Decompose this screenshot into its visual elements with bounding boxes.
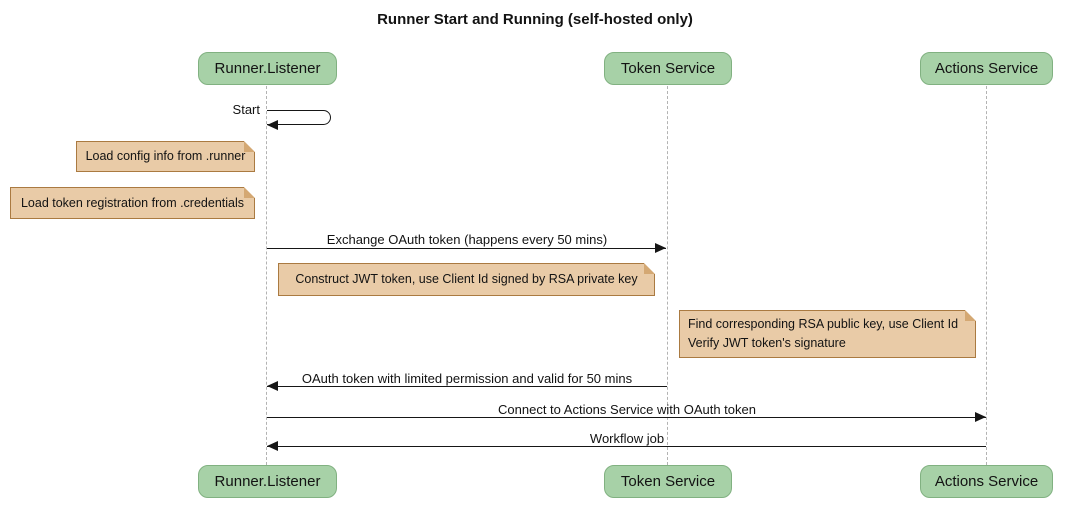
- participant-label: Token Service: [620, 473, 716, 490]
- message-connect-actions-label: Connect to Actions Service with OAuth to…: [498, 402, 756, 417]
- message-workflow-job-line: [267, 446, 986, 447]
- note-text-line: Find corresponding RSA public key, use C…: [688, 317, 959, 331]
- message-oauth-token-label: OAuth token with limited permission and …: [301, 371, 633, 386]
- participant-label: Actions Service: [934, 473, 1039, 490]
- participant-label: Token Service: [620, 60, 716, 77]
- arrowhead-right-icon: [975, 412, 986, 422]
- message-workflow-job-label: Workflow job: [589, 431, 665, 446]
- participant-label: Runner.Listener: [214, 473, 321, 490]
- arrowhead-left-icon: [267, 441, 278, 451]
- arrowhead-left-icon: [267, 120, 278, 130]
- participant-token-service-bottom: Token Service: [604, 465, 732, 498]
- lifeline-token-service: [667, 86, 668, 465]
- message-exchange-oauth-label: Exchange OAuth token (happens every 50 m…: [326, 232, 608, 247]
- note-text-line: Verify JWT token's signature: [688, 336, 846, 350]
- note-construct-jwt: Construct JWT token, use Client Id signe…: [278, 263, 655, 296]
- participant-token-service-top: Token Service: [604, 52, 732, 85]
- message-start-label: Start: [232, 102, 260, 117]
- message-connect-actions-line: [267, 417, 986, 418]
- arrowhead-left-icon: [267, 381, 278, 391]
- lifeline-actions-service: [986, 86, 987, 465]
- message-exchange-oauth-line: [267, 248, 666, 249]
- note-load-config: Load config info from .runner: [76, 141, 255, 172]
- note-verify-jwt: Find corresponding RSA public key, use C…: [679, 310, 976, 358]
- participant-actions-service-bottom: Actions Service: [920, 465, 1053, 498]
- participant-actions-service-top: Actions Service: [920, 52, 1053, 85]
- participant-runner-listener-bottom: Runner.Listener: [198, 465, 337, 498]
- message-oauth-token-line: [267, 386, 667, 387]
- participant-label: Runner.Listener: [214, 60, 321, 77]
- diagram-title: Runner Start and Running (self-hosted on…: [377, 11, 693, 28]
- note-text: Load token registration from .credential…: [20, 195, 245, 210]
- note-text: Construct JWT token, use Client Id signe…: [295, 272, 638, 286]
- participant-label: Actions Service: [934, 60, 1039, 77]
- participant-runner-listener-top: Runner.Listener: [198, 52, 337, 85]
- lifeline-runner-listener: [266, 86, 267, 465]
- note-text: Load config info from .runner: [85, 149, 246, 163]
- arrowhead-right-icon: [655, 243, 666, 253]
- message-start-loop-line: [267, 110, 331, 125]
- note-load-token-registration: Load token registration from .credential…: [10, 187, 255, 219]
